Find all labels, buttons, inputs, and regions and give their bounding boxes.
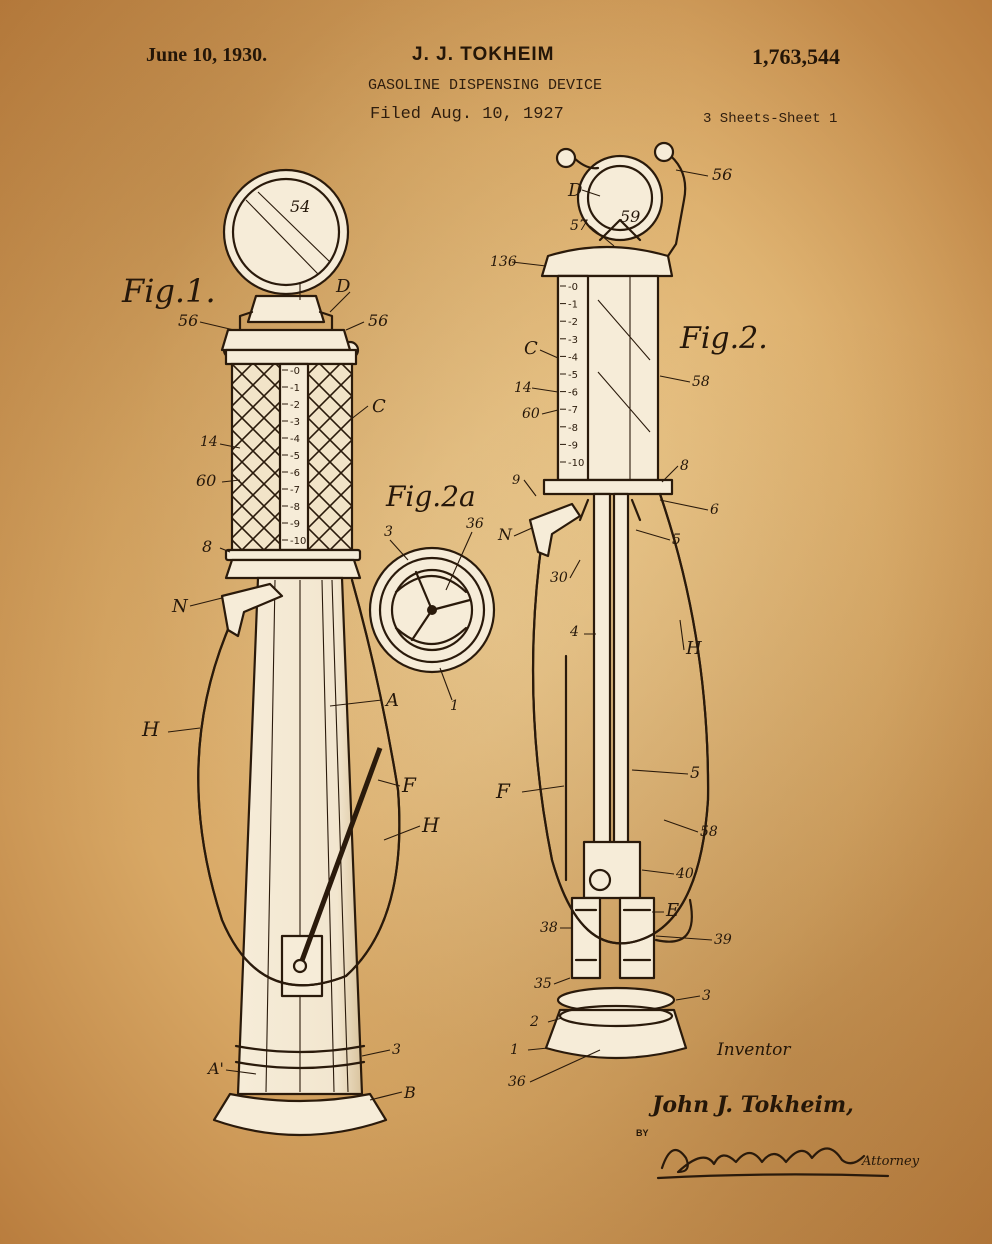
- fig1-scale-number: -2: [290, 400, 300, 411]
- fig2a-label-3: 3: [384, 524, 393, 540]
- fig2-scale-number: -6: [568, 388, 578, 399]
- fig1-label-8: 8: [202, 537, 212, 556]
- globe-icon: [222, 168, 350, 296]
- fig2-scale-number: -10: [568, 458, 584, 469]
- fig2-label-8: 8: [680, 458, 689, 474]
- mechanism-block-icon: [582, 840, 642, 900]
- fig2-title: Fig.2.: [679, 321, 768, 356]
- fig2-label-35: 35: [534, 976, 552, 992]
- figure-2-drawing: -0 -1 -2 -3 -4 -5 -6 -7 -8 -9 -10: [528, 141, 710, 1060]
- fig2-scale-number: -5: [568, 370, 578, 381]
- fig2-label-38: 38: [540, 920, 558, 936]
- fig1-title: Fig.1.: [121, 272, 216, 310]
- fig2-label-2: 2: [529, 1014, 539, 1030]
- nozzle-icon: [220, 582, 284, 638]
- fig2-label-57: 57: [570, 218, 588, 234]
- fig1-scale-number: -9: [290, 519, 300, 530]
- fig2-label-58a: 58: [692, 374, 710, 390]
- patent-number: 1,763,544: [752, 44, 840, 69]
- fig2-label-3: 3: [702, 988, 711, 1004]
- fig1-label-60: 60: [196, 471, 216, 490]
- fig2-label-1: 1: [510, 1042, 519, 1058]
- fig1-scale-strip: [278, 362, 310, 552]
- fig1-scale-number: -6: [290, 468, 300, 479]
- fig2-label-D: D: [567, 180, 583, 201]
- by-label: BY: [636, 1128, 649, 1138]
- fig2-label-58b: 58: [700, 824, 718, 840]
- fig2-label-N: N: [497, 525, 513, 544]
- fig2-label-F: F: [495, 779, 511, 803]
- figure-2a-drawing: [368, 546, 496, 674]
- fig1-label-C: C: [372, 396, 386, 417]
- fig2-label-56: 56: [712, 165, 732, 184]
- patent-date: June 10, 1930.: [146, 44, 268, 66]
- fig2-scale-number: -7: [568, 405, 578, 416]
- fig2-label-39: 39: [714, 932, 732, 948]
- fig2-scale-number: -1: [568, 300, 578, 311]
- fig2-label-60: 60: [522, 406, 540, 422]
- fig2-label-5a: 5: [672, 532, 681, 548]
- fig2-label-14: 14: [514, 380, 532, 396]
- sheet-count: 3 Sheets-Sheet 1: [703, 111, 838, 127]
- attorney-label: Attorney: [862, 1154, 920, 1169]
- fig1-scale-number: -0: [290, 366, 300, 377]
- fig2-scale-number: -3: [568, 335, 578, 346]
- fig1-label-B: B: [403, 1083, 416, 1102]
- fig2a-label-36: 36: [466, 516, 484, 532]
- fig2a-title: Fig.2a: [385, 480, 476, 513]
- fig1-label-56b: 56: [368, 311, 388, 330]
- fig1-label-H2: H: [421, 813, 440, 837]
- fig1-label-56a: 56: [178, 311, 198, 330]
- fig2-scale-number: -0: [568, 282, 578, 293]
- fig2-label-4: 4: [569, 624, 579, 640]
- fig2-scale-number: -9: [568, 440, 578, 451]
- fig1-label-F: F: [401, 773, 417, 797]
- fig1-scale-number: -8: [290, 502, 300, 513]
- fig2-scale-number: -4: [568, 352, 578, 363]
- fig2-nozzle-icon: [528, 502, 582, 558]
- fig2-label-30: 30: [550, 570, 568, 586]
- fig2-label-H: H: [685, 638, 702, 659]
- fig2-label-36: 36: [508, 1074, 526, 1090]
- patent-title: GASOLINE DISPENSING DEVICE: [368, 77, 603, 94]
- fig2-label-136: 136: [490, 254, 517, 270]
- filed-date: Filed Aug. 10, 1927: [370, 105, 564, 124]
- fig1-scale-number: -1: [290, 383, 300, 394]
- fig2-label-40: 40: [675, 866, 694, 882]
- figure-1-drawing: -0 -1 -2 -3 -4 -5 -6 -7 -8 -9 -10: [197, 168, 401, 1137]
- fig2-label-6: 6: [710, 502, 719, 518]
- fig1-label-3: 3: [392, 1042, 401, 1058]
- inventor-signature-name: John J. Tokheim,: [652, 1092, 854, 1118]
- fig1-scale-number: -10: [290, 536, 306, 547]
- fig2-label-E: E: [665, 900, 679, 921]
- fig2-label-5b: 5: [690, 763, 700, 782]
- fig2-label-C: C: [524, 338, 538, 359]
- attorney-signature-scribble: [656, 1147, 890, 1180]
- fig2-label-59: 59: [620, 207, 640, 226]
- fig1-label-14: 14: [200, 434, 218, 450]
- inventor-heading: J. J. TOKHEIM: [412, 44, 555, 65]
- hub-icon: [427, 605, 437, 615]
- fig1-label-N: N: [171, 596, 189, 617]
- fig1-label-A1: A': [206, 1059, 224, 1078]
- fig1-scale-number: -5: [290, 451, 300, 462]
- fig2-scale-number: -8: [568, 423, 578, 434]
- fig1-label-H1: H: [141, 717, 160, 741]
- fig2-label-9: 9: [512, 473, 520, 488]
- fig2a-label-1: 1: [450, 698, 459, 714]
- fig1-scale-number: -3: [290, 417, 300, 428]
- fig1-label-A: A: [384, 690, 399, 711]
- fig1-label-D: D: [335, 276, 351, 297]
- fig2-scale-number: -2: [568, 317, 578, 328]
- fig1-scale-number: -7: [290, 485, 300, 496]
- fig1-scale-number: -4: [290, 434, 300, 445]
- fig1-label-54: 54: [290, 197, 310, 216]
- inventor-label: Inventor: [717, 1040, 791, 1060]
